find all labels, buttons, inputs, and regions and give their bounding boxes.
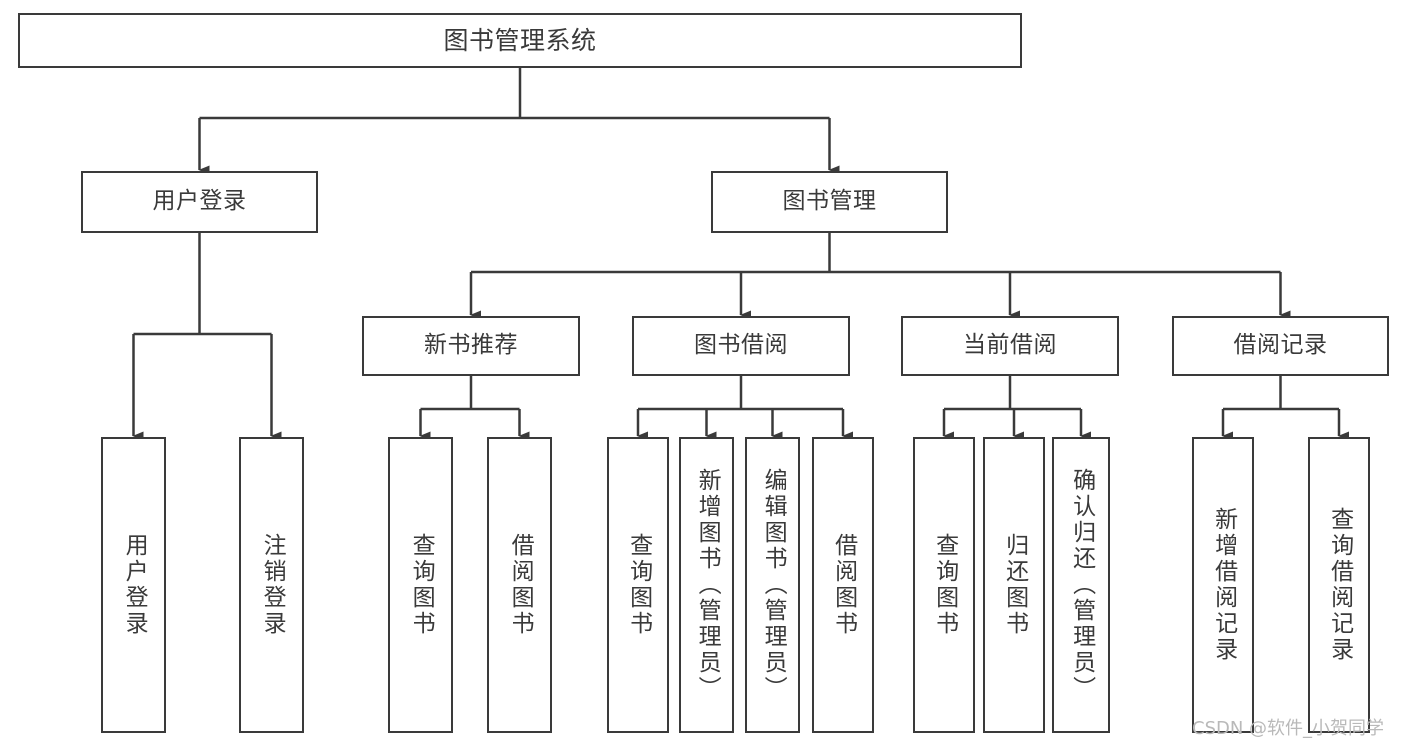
node-query-books-recommend[interactable]: 查询图书: [388, 437, 453, 733]
node-query-books-borrow[interactable]: 查询图书: [607, 437, 669, 733]
node-query-books-current-label: 查询图书: [931, 533, 958, 637]
node-borrow-books-recommend[interactable]: 借阅图书: [487, 437, 552, 733]
node-book-management-label: 图书管理: [782, 188, 877, 215]
node-user-login-action-label: 用户登录: [121, 533, 148, 637]
node-query-books-current[interactable]: 查询图书: [913, 437, 975, 733]
node-borrow-records[interactable]: 借阅记录: [1172, 316, 1389, 376]
node-user-login-action[interactable]: 用户登录: [101, 437, 166, 733]
node-add-book-admin[interactable]: 新增图书（管理员）: [679, 437, 734, 733]
node-query-books-recommend-label: 查询图书: [408, 533, 435, 637]
node-add-borrow-record[interactable]: 新增借阅记录: [1192, 437, 1254, 733]
node-root[interactable]: 图书管理系统: [18, 13, 1022, 68]
node-user-login[interactable]: 用户登录: [81, 171, 318, 233]
node-edit-book-admin-label: 编辑图书（管理员）: [760, 468, 787, 702]
node-borrow-books-action-label: 借阅图书: [830, 533, 857, 637]
node-new-book-recommend-label: 新书推荐: [424, 332, 518, 359]
node-borrow-books-action[interactable]: 借阅图书: [812, 437, 874, 733]
node-book-borrow-label: 图书借阅: [694, 332, 788, 359]
watermark-text: CSDN @软件_小贺同学: [1192, 718, 1385, 739]
node-current-borrow[interactable]: 当前借阅: [901, 316, 1119, 376]
node-root-label: 图书管理系统: [443, 25, 597, 55]
node-confirm-return-admin-label: 确认归还（管理员）: [1068, 468, 1095, 702]
node-book-borrow[interactable]: 图书借阅: [632, 316, 850, 376]
node-user-login-label: 用户登录: [152, 188, 247, 215]
node-query-books-borrow-label: 查询图书: [625, 533, 652, 637]
node-book-management[interactable]: 图书管理: [711, 171, 948, 233]
node-add-book-admin-label: 新增图书（管理员）: [694, 468, 721, 702]
node-return-books[interactable]: 归还图书: [983, 437, 1045, 733]
node-add-borrow-record-label: 新增借阅记录: [1210, 507, 1237, 663]
node-borrow-books-recommend-label: 借阅图书: [507, 533, 534, 637]
node-return-books-label: 归还图书: [1001, 533, 1028, 637]
node-confirm-return-admin[interactable]: 确认归还（管理员）: [1052, 437, 1110, 733]
node-borrow-records-label: 借阅记录: [1233, 332, 1328, 359]
node-new-book-recommend[interactable]: 新书推荐: [362, 316, 580, 376]
node-logout-action[interactable]: 注销登录: [239, 437, 304, 733]
node-edit-book-admin[interactable]: 编辑图书（管理员）: [745, 437, 800, 733]
node-query-borrow-record-label: 查询借阅记录: [1326, 507, 1353, 663]
node-query-borrow-record[interactable]: 查询借阅记录: [1308, 437, 1370, 733]
node-logout-action-label: 注销登录: [259, 533, 286, 637]
node-current-borrow-label: 当前借阅: [963, 332, 1057, 359]
